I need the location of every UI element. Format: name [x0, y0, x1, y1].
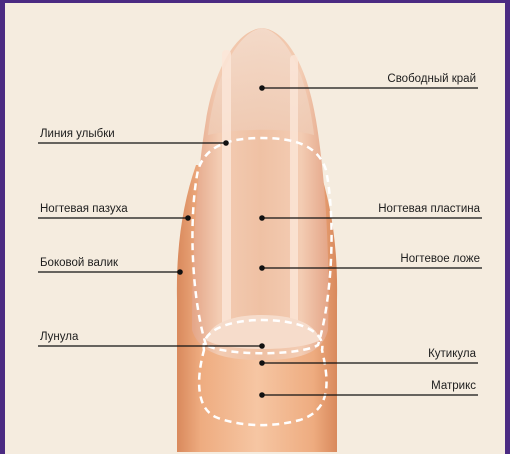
dot-lateral-fold: [177, 269, 183, 275]
leader-lines: [38, 87, 482, 396]
label-nail-bed: Ногтевое ложе: [400, 253, 480, 265]
label-matrix: Матрикс: [431, 380, 476, 392]
dot-nail-bed: [259, 265, 265, 271]
dot-free-edge: [259, 85, 265, 91]
dot-nail-sinus: [185, 215, 191, 221]
nail-highlight-left: [222, 50, 231, 340]
nail-highlight-right: [290, 55, 298, 340]
dot-lunula: [259, 343, 265, 349]
label-nail-plate: Ногтевая пластина: [378, 203, 480, 215]
matrix-dashed-outline: [197, 318, 328, 427]
label-smile-line: Линия улыбки: [40, 128, 115, 140]
nail-bed-dashed-outline: [191, 136, 333, 355]
dot-nail-plate: [259, 215, 265, 221]
label-nail-sinus: Ногтевая пазуха: [40, 203, 128, 215]
dot-matrix: [259, 392, 265, 398]
label-free-edge: Свободный край: [387, 73, 476, 85]
dot-smile-line: [223, 140, 229, 146]
dot-cuticle: [259, 360, 265, 366]
label-lateral-fold: Боковой валик: [40, 257, 119, 269]
marker-dots: [177, 85, 265, 398]
label-cuticle: Кутикула: [428, 348, 477, 360]
free-edge-shape: [208, 28, 314, 135]
label-lunula: Лунула: [40, 331, 79, 343]
